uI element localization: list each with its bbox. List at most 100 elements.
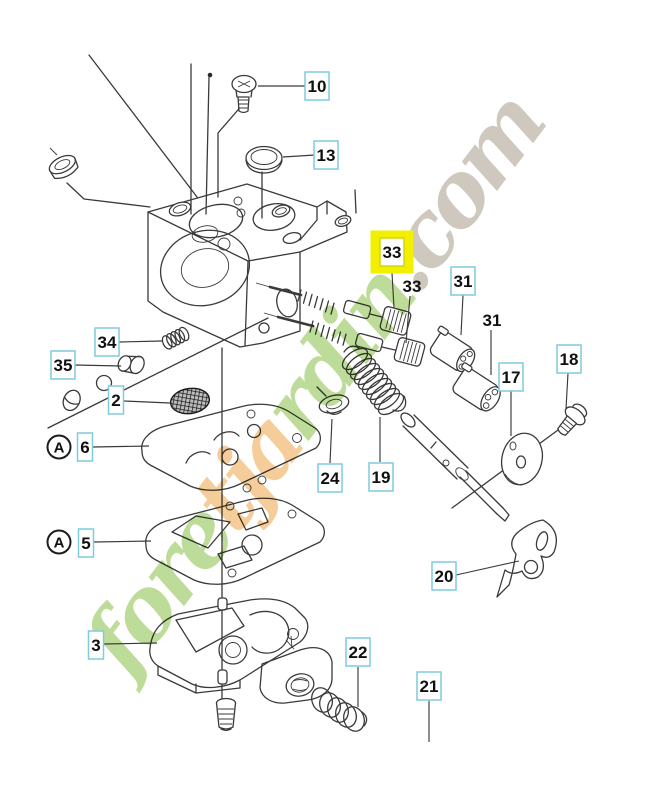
callout-number: 19: [372, 468, 391, 487]
marker-A-2: A: [46, 529, 72, 555]
callout-5[interactable]: 5: [77, 528, 95, 558]
callout-number: 22: [349, 643, 368, 662]
callout-2[interactable]: 2: [107, 385, 125, 415]
callout-box: [87, 630, 105, 660]
callout-box: [317, 463, 343, 493]
callout-21[interactable]: 21: [416, 671, 442, 701]
leader-line-20: [455, 560, 520, 576]
swivel-part-31-lower: [452, 362, 501, 412]
spring-part-34: [161, 326, 190, 350]
callout-box: [379, 237, 405, 267]
marker-A-1: A: [46, 434, 72, 460]
view-markers: AA: [46, 434, 72, 555]
callout-19[interactable]: 19: [368, 462, 394, 492]
callout-box: [94, 327, 120, 357]
leader-line-2: [123, 400, 171, 404]
grommet-part: [48, 147, 151, 208]
callout-33-selected[interactable]: 33: [370, 230, 414, 274]
callout-number: 5: [81, 534, 90, 553]
callout-number: 31: [483, 311, 502, 330]
callout-number: 33: [403, 277, 422, 296]
callout-20[interactable]: 20: [431, 561, 457, 591]
leader-line-35: [74, 364, 122, 367]
callout-number: 13: [317, 146, 336, 165]
leader-line-33: [391, 272, 395, 309]
lever-part-20: [496, 519, 557, 598]
plug-part-35: [117, 355, 145, 375]
callout-10[interactable]: 10: [304, 71, 330, 101]
callout-number: 31: [454, 272, 473, 291]
callout-box: [416, 671, 442, 701]
callout-box: [304, 71, 330, 101]
callout-33[interactable]: 33: [403, 277, 422, 296]
leader-line-18: [565, 372, 569, 410]
screw-part-18: [557, 403, 588, 436]
callout-number: 34: [98, 333, 117, 352]
callout-31[interactable]: 31: [450, 266, 476, 296]
callout-18[interactable]: 18: [556, 344, 582, 374]
callout-6[interactable]: 6: [76, 432, 94, 462]
callout-number: 24: [321, 469, 340, 488]
screw-part-10: [231, 74, 257, 114]
callout-box: [450, 266, 476, 296]
callout-number: 17: [502, 368, 521, 387]
callout-31[interactable]: 31: [483, 311, 502, 330]
bottom-screw: [215, 697, 237, 732]
needle-screw-33-lower: [263, 312, 426, 367]
callout-22[interactable]: 22: [345, 637, 371, 667]
callout-box: [556, 344, 582, 374]
callout-box: [76, 432, 94, 462]
leader-line-33: [405, 295, 411, 344]
spring-part-22: [311, 687, 368, 732]
callout-box: [368, 462, 394, 492]
callout-number: 2: [111, 391, 120, 410]
callout-box: [345, 637, 371, 667]
callout-number: 18: [560, 350, 579, 369]
leader-line-3: [103, 642, 158, 645]
callout-number: 10: [308, 77, 327, 96]
callout-number: 21: [420, 677, 439, 696]
pump-cover-3: [149, 597, 333, 704]
callout-box: [313, 140, 339, 170]
leader-line-6: [92, 445, 150, 448]
diagram-linework: [47, 54, 588, 732]
leader-line-34: [118, 340, 163, 343]
callout-35[interactable]: 35: [50, 350, 76, 380]
callout-number: 33: [383, 243, 402, 262]
spring-part-19: [341, 345, 407, 416]
assembly-axis-lines: [47, 54, 559, 701]
callout-box: [77, 528, 95, 558]
valve-part-24: [316, 386, 350, 415]
callout-box: [107, 385, 125, 415]
callout-24[interactable]: 24: [317, 463, 343, 493]
marker-letter: A: [54, 535, 65, 552]
callout-number: 3: [91, 636, 100, 655]
callout-box: [498, 362, 524, 392]
gasket-part-5: [145, 497, 326, 585]
leader-lines: [74, 85, 569, 742]
callout-box: [431, 561, 457, 591]
marker-circle: [46, 434, 72, 460]
carburetor-body: [147, 183, 357, 348]
callout-17[interactable]: 17: [498, 362, 524, 392]
leader-line-5: [93, 540, 152, 543]
callout-34[interactable]: 34: [94, 327, 120, 357]
cup-part: [62, 389, 81, 412]
diaphragm-part-6: [141, 403, 322, 493]
marker-letter: A: [54, 440, 65, 457]
leader-line-31: [460, 294, 464, 336]
butterfly-disc-17: [500, 432, 544, 486]
throttle-shaft: [400, 412, 510, 522]
leader-line-24: [329, 418, 333, 464]
marker-circle: [46, 529, 72, 555]
callout-number: 6: [80, 438, 89, 457]
callout-3[interactable]: 3: [87, 630, 105, 660]
needle-screw-33-upper: [255, 282, 412, 336]
callout-number: 35: [54, 356, 73, 375]
callout-box: [50, 350, 76, 380]
leader-line-13: [282, 154, 316, 158]
callout-13[interactable]: 13: [313, 140, 339, 170]
